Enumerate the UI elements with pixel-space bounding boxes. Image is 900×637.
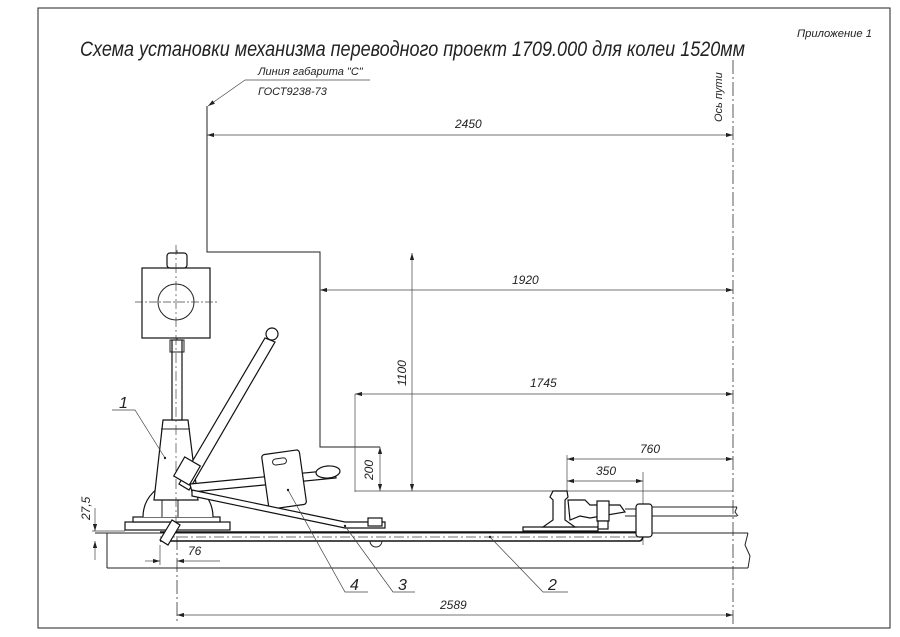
dimension-1100: 1100: [395, 253, 415, 491]
callout-4: 4: [286, 488, 368, 594]
svg-text:27,5: 27,5: [79, 496, 93, 521]
clearance-line-label: Линия габарита "С": [257, 66, 364, 78]
dimension-27-5: 27,5: [79, 496, 125, 560]
counterweight: [261, 449, 307, 510]
clearance-line-annotation: Линия габарита "С" ГОСТ9238-73: [206, 66, 380, 448]
rail-and-clamp: [522, 490, 739, 538]
callout-3: 3: [343, 524, 415, 594]
svg-text:1100: 1100: [395, 360, 409, 386]
dimension-760: 760: [566, 442, 733, 492]
track-axis-label: Ось пути: [713, 72, 725, 122]
clearance-standard-label: ГОСТ9238-73: [258, 86, 328, 98]
appendix-label: Приложение 1: [797, 28, 872, 40]
svg-text:1920: 1920: [512, 273, 539, 287]
svg-text:2589: 2589: [439, 598, 467, 612]
rod-2: [160, 531, 644, 542]
dimension-2450: 2450: [207, 117, 733, 138]
callout-1: 1: [112, 395, 167, 460]
svg-text:1: 1: [119, 395, 128, 412]
dimension-1920: 1920: [320, 273, 733, 293]
switch-handle: [178, 337, 276, 491]
svg-text:1745: 1745: [530, 376, 557, 390]
switch-mechanism-1: [124, 245, 386, 548]
drawing-title: Схема установки механизма переводного пр…: [80, 38, 745, 61]
dimension-1745: 1745: [354, 376, 733, 492]
svg-text:200: 200: [362, 460, 376, 481]
rod-3: [191, 489, 386, 529]
callout-2: 2: [488, 535, 568, 594]
dimension-2589: 2589: [176, 250, 733, 622]
dimension-200: 200: [362, 447, 383, 491]
svg-text:2450: 2450: [454, 117, 482, 131]
svg-text:760: 760: [640, 442, 660, 456]
svg-text:76: 76: [188, 544, 202, 558]
dimension-76: 76: [145, 544, 220, 565]
drawing-frame: [37, 7, 891, 629]
svg-text:350: 350: [596, 464, 616, 478]
svg-text:2: 2: [547, 577, 557, 594]
svg-text:3: 3: [398, 577, 407, 594]
svg-text:4: 4: [350, 577, 359, 594]
clearance-outline: [206, 106, 380, 448]
